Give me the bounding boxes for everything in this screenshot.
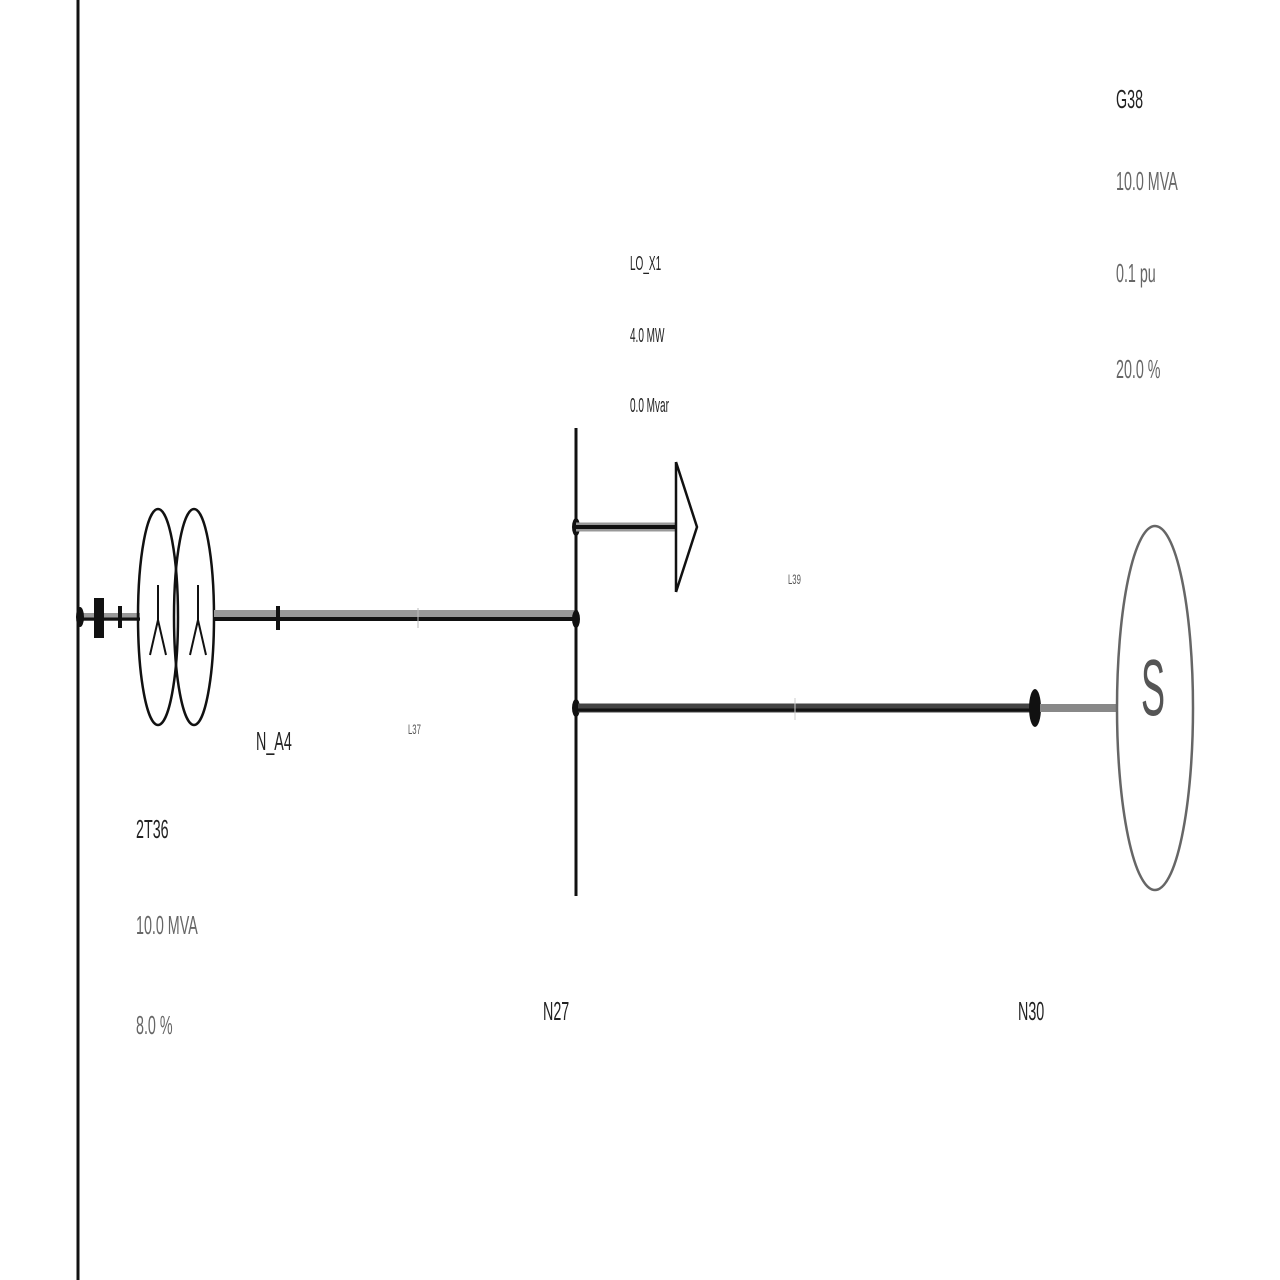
transformer-rating-label: 10.0 MVA	[136, 910, 198, 940]
node-n30-marker[interactable]	[1029, 689, 1041, 727]
load-lo-x1[interactable]	[576, 461, 699, 593]
generator-type-symbol: S	[1141, 643, 1166, 732]
line-l39-label: L39	[788, 571, 801, 587]
load-arrow-icon	[674, 461, 699, 593]
transformer-impedance-label: 8.0 %	[136, 1010, 173, 1040]
generator-name-label: G38	[1116, 84, 1144, 114]
generator-impedance-label: 20.0 %	[1116, 354, 1161, 384]
node-n27-busbar[interactable]	[572, 428, 580, 896]
line-l39[interactable]	[578, 698, 1034, 720]
node-n-a4-marker[interactable]	[276, 606, 280, 630]
node-n-a4-label: N_A4	[256, 726, 292, 756]
line-l37-label: L37	[408, 721, 421, 737]
line-l37[interactable]	[214, 606, 578, 630]
node-n30-label: N30	[1018, 996, 1045, 1026]
transformer-name-label: 2T36	[136, 814, 169, 844]
load-q-label: 0.0 Mvar	[630, 395, 669, 417]
generator-g38-symbol[interactable]	[1115, 524, 1195, 892]
breaker-icon[interactable]	[94, 598, 104, 638]
transformer-2t36-symbol[interactable]	[136, 507, 216, 727]
transformer-feeder[interactable]	[76, 598, 140, 638]
node-n27-label: N27	[543, 996, 570, 1026]
load-name-label: LO_X1	[630, 253, 662, 275]
generator-rating-label: 10.0 MVA	[1116, 166, 1178, 196]
load-p-label: 4.0 MW	[630, 325, 665, 347]
generator-voltage-label: 0.1 pu	[1116, 258, 1156, 288]
